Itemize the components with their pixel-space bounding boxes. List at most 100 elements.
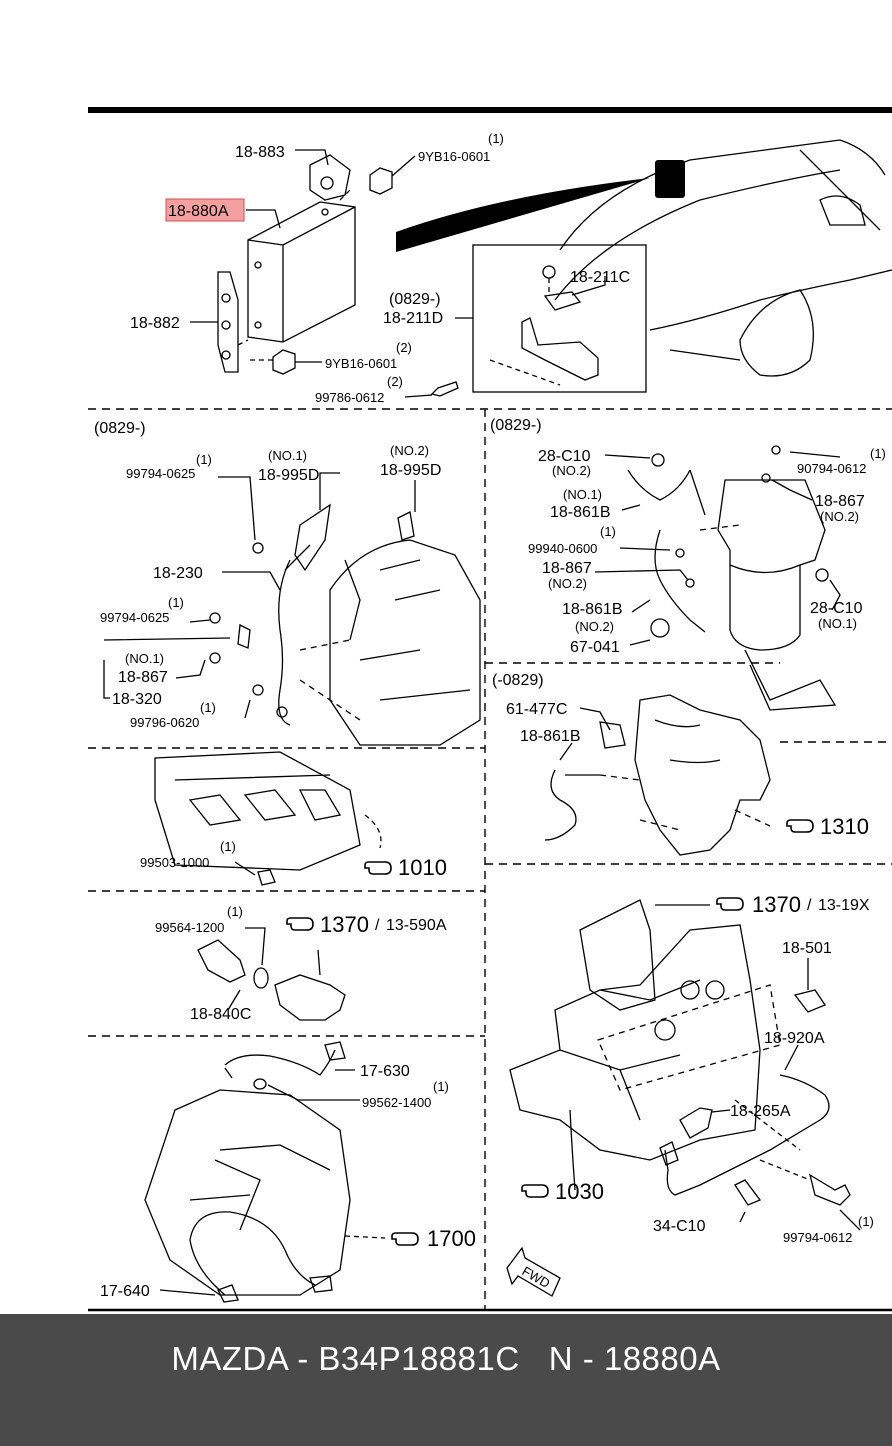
label-washer-qty: (1) [433, 1079, 449, 1094]
knock-sensor [793, 989, 826, 1013]
temp-sensor [197, 939, 246, 983]
label-sensor-b2: 18-861B [562, 601, 623, 618]
label-clip-bottom-no: (NO.1) [818, 616, 857, 631]
label-ref-top[interactable]: 1370 [752, 892, 801, 917]
label-bolt-c: 99796-0620 [130, 715, 199, 730]
label-bolt2-qty: (1) [600, 524, 616, 539]
label-bolt: 99794-0612 [783, 1230, 852, 1245]
switch-harness [224, 1049, 336, 1079]
o2-front-labels: (-0829) 61-477C 18-861B 1310 [492, 672, 869, 839]
fwd-arrow [506, 1246, 561, 1297]
o2-sensors-labels: (0829-) 28-C10 (NO.2) (1) 90794-0612 (NO… [490, 417, 886, 656]
label-bolt-qty: (1) [858, 1214, 874, 1229]
label-ref-top-slash: / [807, 897, 812, 914]
engine-block [509, 924, 761, 1161]
parts-diagram: 18-883 (1) 9YB16-0601 18-880A 18-882 (2)… [88, 107, 892, 1312]
label-range: (-0829) [492, 672, 544, 689]
label-knock: 18-501 [782, 940, 832, 957]
label-bolt: 90794-0612 [797, 461, 866, 476]
label-ref-top-sub: 13-19X [818, 897, 870, 914]
bolt-block [808, 1173, 851, 1206]
label-bolt-qty: (2) [387, 374, 403, 389]
label-ref-1010[interactable]: 1010 [398, 855, 447, 880]
label-bracket: 18-265A [730, 1103, 791, 1120]
label-range: (0829-) [94, 420, 146, 437]
catalytic-converter [717, 479, 837, 711]
ecu-labels: 18-883 (1) 9YB16-0601 18-880A 18-882 (2)… [130, 131, 630, 405]
harness-18-230 [278, 544, 311, 726]
transmission-labels: 17-630 (1) 99562-1400 1700 17-640 [100, 1063, 476, 1300]
label-clip-bottom: 28-C10 [810, 600, 863, 617]
inset-box [472, 244, 647, 393]
label-nut-top-qty: (1) [488, 131, 504, 146]
label-sensor-867-no: (NO.1) [125, 651, 164, 666]
label-ref-sub-code: 13-590A [386, 917, 447, 934]
ref-pointer-1370-b[interactable] [716, 897, 744, 911]
ref-pointer-1010[interactable] [364, 861, 392, 875]
label-nut-bottom: 9YB16-0601 [325, 356, 397, 371]
ecu-section [190, 139, 892, 398]
label-sensor-d-no: (NO.1) [268, 448, 307, 463]
transmission-section [144, 1041, 386, 1303]
label-bolt-a-qty: (1) [196, 452, 212, 467]
label-bolt-b-qty: (1) [168, 595, 184, 610]
label-ref-1370[interactable]: 1370 [320, 912, 369, 937]
label-inset-range: (0829-) [389, 291, 441, 308]
label-ref-block[interactable]: 1030 [555, 1179, 604, 1204]
label-plug-qty: (1) [220, 839, 236, 854]
head-section [154, 751, 382, 886]
label-switch: 17-630 [360, 1063, 410, 1080]
label-harness: 17-640 [100, 1283, 150, 1300]
ref-pointer-1700[interactable] [391, 1232, 419, 1246]
o2-sensor-b1 [627, 469, 706, 516]
label-gasket: 67-041 [570, 639, 620, 656]
o2-front-sensor [544, 769, 600, 841]
o2-sensors-section [594, 445, 841, 711]
label-inset-part: 18-211D [383, 310, 443, 327]
footer-part-number: MAZDA - B34P18881C N - 18880A [171, 1340, 721, 1377]
o2-front-section [544, 694, 771, 856]
label-bolt2: 99940-0600 [528, 541, 597, 556]
label-ref-1310[interactable]: 1310 [820, 814, 869, 839]
timing-cover [579, 899, 656, 1011]
ref-pointer-1030[interactable] [521, 1184, 549, 1198]
label-bolt-c-qty: (1) [200, 700, 216, 715]
label-sensor-867-no: (NO.2) [820, 509, 859, 524]
label-harness: 18-230 [153, 565, 203, 582]
ecu-wedge [396, 178, 650, 252]
label-sensor-b2-no: (NO.2) [575, 619, 614, 634]
section-dividers [88, 408, 892, 1310]
ref-pointer-1370-a[interactable] [286, 917, 314, 931]
label-washer: 99564-1200 [155, 920, 224, 935]
water-outlet [274, 949, 346, 1021]
cam-sensor-section [103, 472, 481, 746]
ecu-box [247, 201, 356, 343]
label-sensor-867: 18-867 [118, 669, 168, 686]
exhaust-manifold [634, 694, 771, 856]
label-bolt-a: 99794-0625 [126, 466, 195, 481]
label-ecu[interactable]: 18-880A [168, 203, 229, 220]
label-bolt-b: 99794-0625 [100, 610, 169, 625]
label-sensor-d2-no: (NO.2) [390, 443, 429, 458]
label-clip-top: 28-C10 [538, 448, 591, 465]
label-sensor-no1: (NO.1) [563, 487, 602, 502]
label-sensor-d2: 18-995D [380, 462, 441, 479]
label-sensor-867b-no: (NO.2) [548, 576, 587, 591]
nut-bottom [272, 349, 296, 375]
o2-sensor-b2 [654, 529, 706, 633]
inset-sensor [521, 291, 599, 381]
harness-18-920a [664, 1074, 830, 1196]
bracket-side [217, 271, 239, 373]
block-labels: 1370 / 13-19X 18-501 18-920A 18-265A 103… [519, 892, 873, 1291]
ecu-label-highlight[interactable] [165, 198, 245, 222]
label-ref-1700[interactable]: 1700 [427, 1226, 476, 1251]
footer-bar: MAZDA - B34P18881C N - 18880A [0, 1314, 892, 1446]
head-labels: (1) 99503-1000 1010 [140, 839, 447, 880]
temp-sensor-labels: (1) 99564-1200 1370 / 13-590A 18-840C [155, 904, 447, 1023]
transmission-case [144, 1089, 351, 1296]
cam-sensor-labels: (0829-) (1) 99794-0625 (NO.1) 18-995D (N… [94, 420, 441, 730]
label-sensor-867b: 18-867 [542, 560, 592, 577]
label-sensor: 18-861B [520, 728, 581, 745]
label-range: (0829-) [490, 417, 542, 434]
ref-pointer-1310[interactable] [786, 819, 814, 833]
